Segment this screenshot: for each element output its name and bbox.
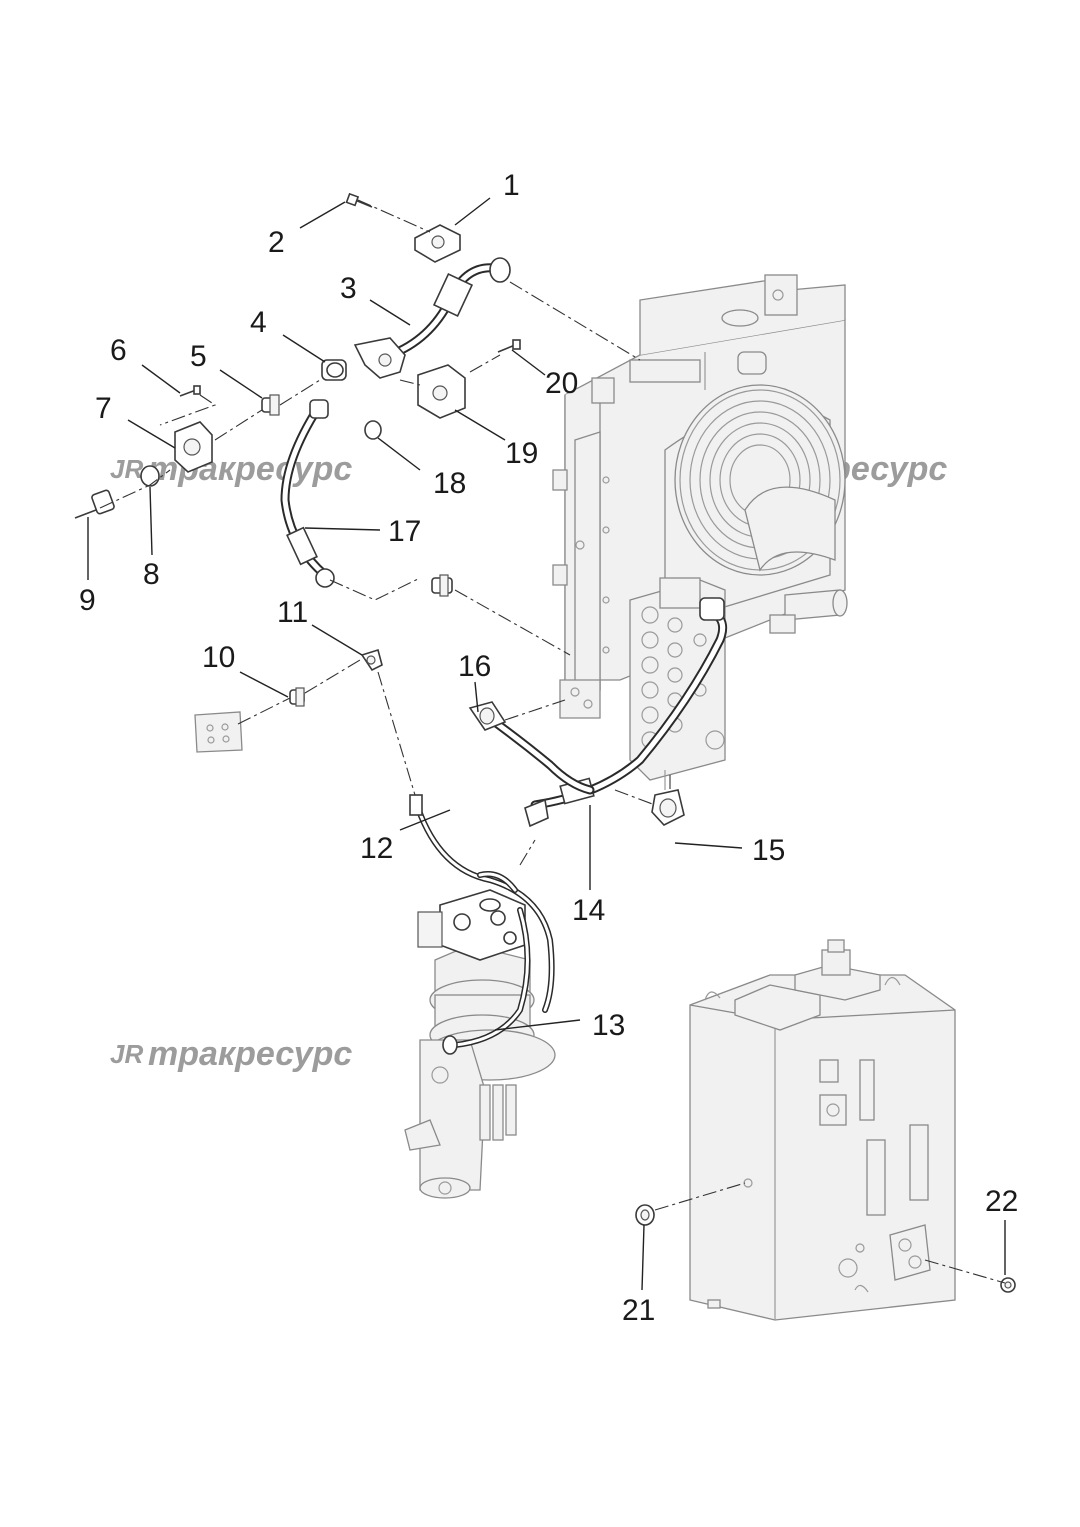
part-10-adapter [289, 687, 305, 707]
callout-13: 13 [592, 1009, 625, 1042]
part-13-hose [442, 871, 531, 1055]
callout-labels: 1 2 3 4 5 6 7 8 9 10 11 12 13 14 15 16 1… [79, 169, 1018, 1327]
hydraulic-tank [689, 939, 956, 1321]
callout-2: 2 [268, 226, 285, 259]
part-4-elbow-fitting [321, 359, 347, 381]
part-5-adapter [261, 394, 280, 416]
part-17-hose [280, 399, 335, 588]
callout-21: 21 [622, 1294, 655, 1327]
part-2-bolt [345, 192, 373, 208]
callout-6: 6 [110, 334, 127, 367]
control-valve-block [629, 577, 726, 790]
assembly-lines [99, 199, 1006, 1284]
radiator-assembly [552, 274, 848, 719]
part-9-plug [74, 489, 115, 519]
callout-18: 18 [433, 467, 466, 500]
callout-11: 11 [277, 596, 308, 629]
part-7-flange [174, 421, 213, 473]
callout-12: 12 [360, 832, 393, 865]
callout-10: 10 [202, 641, 235, 674]
part-12-hose [409, 794, 555, 1013]
callout-9: 9 [79, 584, 96, 617]
callout-20: 20 [545, 367, 578, 400]
leader-lines [87, 197, 1006, 1291]
watermark-bottom-left: JR тракресурс [110, 1035, 352, 1073]
svg-text:JR: JR [110, 454, 143, 484]
mounting-plate [194, 711, 243, 753]
callout-17: 17 [388, 515, 421, 548]
fan-guard [679, 389, 841, 572]
part-16-hose [468, 701, 595, 795]
part-6-bolt [179, 385, 201, 397]
callout-19: 19 [505, 437, 538, 470]
callout-14: 14 [572, 894, 605, 927]
part-19-flange [417, 364, 466, 419]
svg-text:тракресурс: тракресурс [148, 1035, 352, 1073]
callout-1: 1 [503, 169, 520, 202]
callout-7: 7 [95, 392, 112, 425]
part-18-o-ring [364, 420, 382, 440]
callout-15: 15 [752, 834, 785, 867]
part-21-plug [635, 1204, 655, 1226]
part-15-elbow [651, 789, 685, 826]
part-8-o-ring [140, 465, 160, 487]
callout-8: 8 [143, 558, 160, 591]
callout-5: 5 [190, 340, 207, 373]
part-22-plug [1000, 1277, 1016, 1293]
callout-3: 3 [340, 272, 357, 305]
part-11-elbow [360, 648, 383, 672]
part-3-hose [353, 257, 511, 379]
connector-fitting [431, 574, 453, 597]
swing-motor-assembly [404, 889, 556, 1199]
part-20-bolt [497, 339, 521, 353]
callout-4: 4 [250, 306, 267, 339]
part-1-flange-clamp [414, 224, 461, 263]
callout-22: 22 [985, 1185, 1018, 1218]
callout-16: 16 [458, 650, 491, 683]
svg-text:JR: JR [110, 1039, 143, 1069]
